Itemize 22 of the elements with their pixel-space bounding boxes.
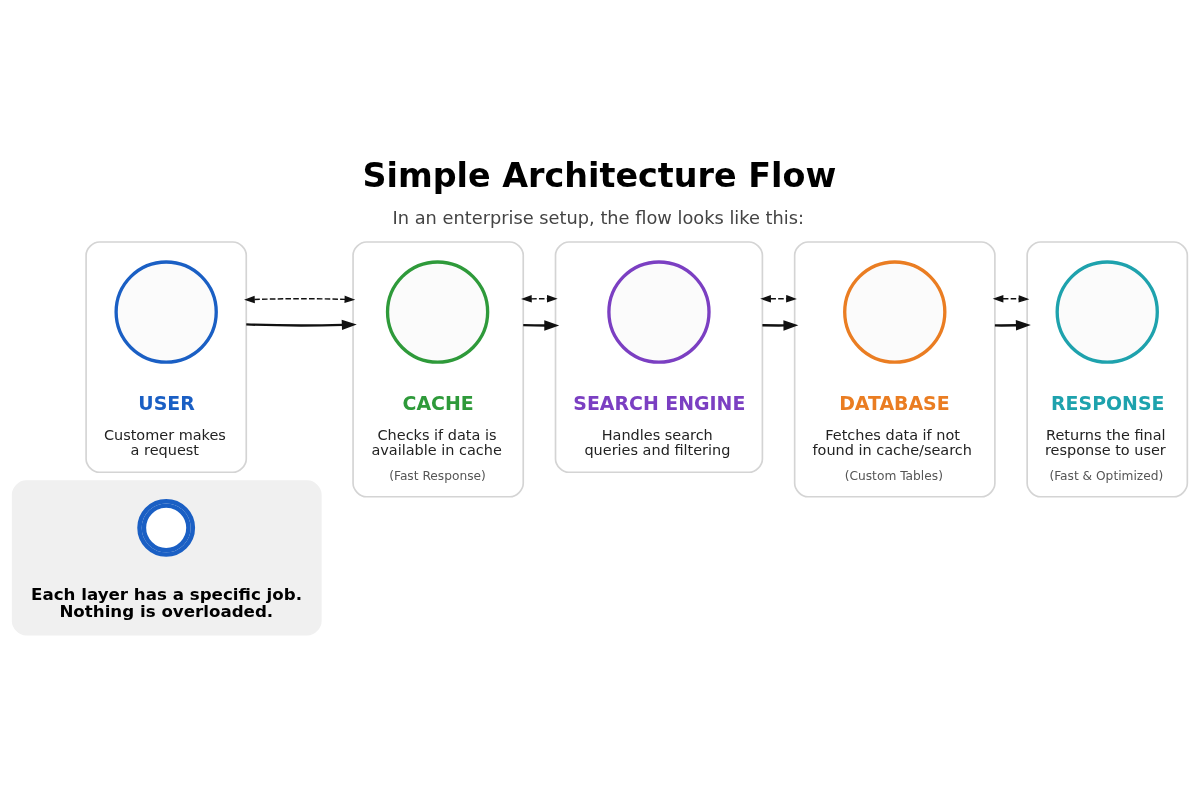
arrow xyxy=(244,295,356,303)
cluster: CACHE Checks if data is available in cache (Fast Response) xyxy=(352,240,525,498)
node-picture xyxy=(137,498,196,557)
cluster: DATABASE Fetches data if not found in cache/search (Custom Tables) xyxy=(793,240,996,498)
node-circle xyxy=(385,259,490,364)
arrow xyxy=(521,294,558,303)
arrow xyxy=(523,319,560,331)
node-circle xyxy=(1055,259,1159,364)
node-circle xyxy=(114,259,218,364)
arrow xyxy=(762,319,799,331)
node-circle xyxy=(607,259,711,364)
cluster: RESPONSE Returns the final response to user (Fast & Optimized) xyxy=(1026,240,1189,498)
arrow xyxy=(760,294,797,302)
arrow xyxy=(246,319,357,330)
arrow xyxy=(994,319,1031,331)
caption: In an enterprise setup, the flow looks like this: xyxy=(392,206,804,228)
cluster: SEARCH ENGINE Handles search queries and filtering xyxy=(554,240,764,473)
arrow xyxy=(992,294,1030,303)
cluster: Each layer has a specific job. Nothing is overloaded. xyxy=(11,479,322,635)
cluster: USER Customer makes a request xyxy=(85,240,248,473)
diagram-title: Simple Architecture Flow xyxy=(362,155,837,195)
node-circle xyxy=(843,259,947,364)
